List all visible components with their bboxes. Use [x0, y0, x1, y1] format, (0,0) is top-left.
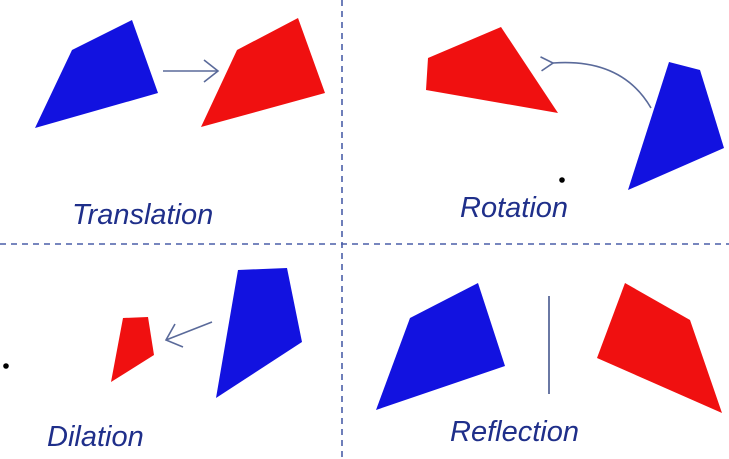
rotation-arrow — [553, 63, 652, 109]
dilation-image-shape — [111, 317, 154, 382]
reflection-original-shape — [376, 283, 505, 410]
rotation-image-shape — [426, 27, 558, 113]
dilation-arrowhead — [164, 323, 184, 348]
dilation-label: Dilation — [47, 421, 144, 453]
translation-arrowhead — [203, 59, 220, 83]
dilation-original-shape — [216, 268, 302, 398]
rotation-center-point — [559, 177, 565, 183]
reflection-image-shape — [597, 283, 722, 413]
translation-panel: Translation — [35, 18, 325, 231]
rotation-original-shape — [628, 62, 724, 190]
translation-original-shape — [35, 20, 158, 128]
reflection-label: Reflection — [450, 416, 579, 448]
dilation-panel: Dilation — [3, 268, 302, 453]
reflection-panel: Reflection — [376, 283, 722, 448]
translation-image-shape — [201, 18, 325, 127]
rotation-panel: Rotation — [426, 27, 724, 224]
translation-label: Translation — [72, 199, 213, 231]
dilation-center-point — [3, 363, 9, 369]
rotation-label: Rotation — [460, 192, 568, 224]
dilation-arrow — [165, 321, 213, 341]
